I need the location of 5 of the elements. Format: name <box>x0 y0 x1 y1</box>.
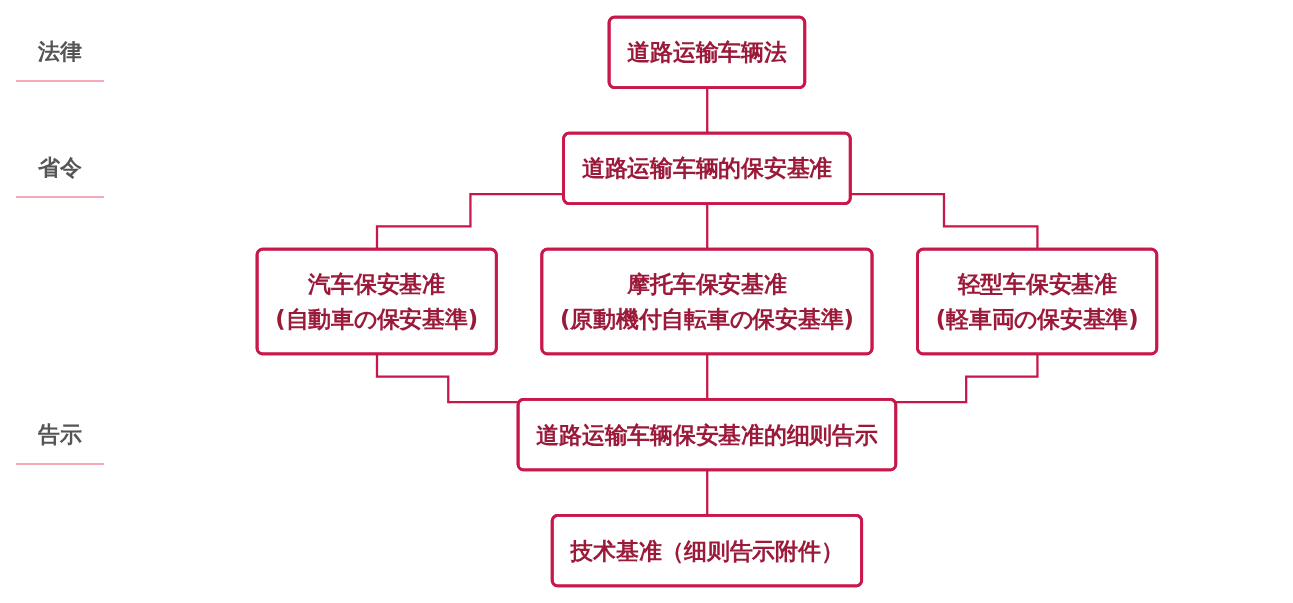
connector <box>375 353 520 404</box>
connector <box>894 353 1039 404</box>
level-label: 省令 <box>16 154 104 199</box>
level-label: 告示 <box>16 420 104 465</box>
level-label: 法律 <box>16 38 104 83</box>
